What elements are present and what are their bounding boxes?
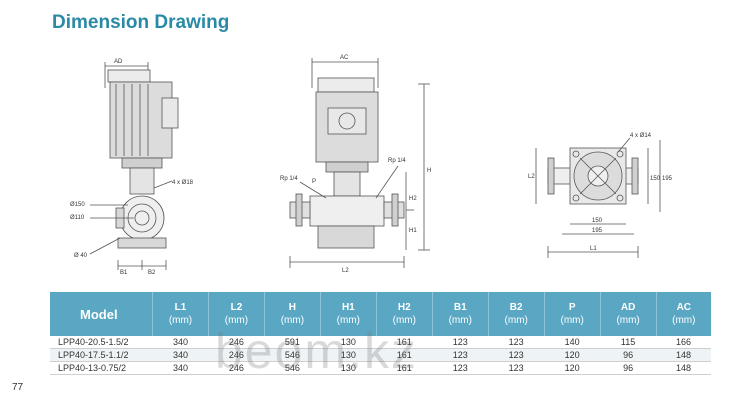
header-b1: B1(mm)	[432, 292, 489, 336]
dim-150-h-label: 150	[592, 218, 603, 224]
l2-cell: 246	[208, 336, 265, 349]
dia-40-label: Ø 40	[74, 253, 88, 259]
header-l2: L2(mm)	[208, 292, 265, 336]
model-cell: LPP40-13-0.75/2	[50, 361, 153, 375]
header-ad: AD(mm)	[600, 292, 657, 336]
h-cell: 591	[264, 336, 321, 349]
b1-cell: 123	[432, 336, 489, 349]
header-ac: AC(mm)	[656, 292, 711, 336]
rp-right-label: Rp 1/4	[388, 158, 406, 164]
l1-label-top: L1	[590, 246, 597, 252]
top-view-drawing	[535, 137, 661, 258]
h-cell: 546	[264, 361, 321, 375]
ac-cell: 148	[656, 361, 711, 375]
bolt-holes-top-label: 4 x Ø14	[630, 133, 652, 139]
dimension-drawings: AD 4 x Ø18 Ø150 Ø110 Ø 40 B1 B2	[70, 55, 673, 276]
table-row: LPP40-17.5-1.1/2 340 246 546 130 161 123…	[50, 348, 711, 362]
h1-cell: 130	[320, 348, 377, 362]
l2-label-front: L2	[342, 268, 349, 274]
h2-label: H2	[409, 196, 417, 202]
ac-label: AC	[340, 55, 349, 61]
dim-195-h-label: 195	[592, 228, 603, 234]
ad-cell: 96	[600, 348, 657, 362]
b2-cell: 123	[488, 348, 545, 362]
header-h1: H1(mm)	[320, 292, 377, 336]
rp-left-label: Rp 1/4	[280, 176, 298, 182]
bolt-holes-side-label: 4 x Ø18	[172, 180, 194, 186]
p-cell: 120	[544, 348, 601, 362]
l1-cell: 340	[152, 348, 209, 362]
p-cell: 140	[544, 336, 601, 349]
ad-label: AD	[114, 59, 123, 65]
table-row: LPP40-13-0.75/2 340 246 546 130 161 123 …	[50, 361, 711, 375]
header-h2: H2(mm)	[376, 292, 433, 336]
ac-cell: 166	[656, 336, 711, 349]
p-label: P	[312, 179, 316, 185]
ad-cell: 115	[600, 336, 657, 349]
h1-label: H1	[409, 228, 417, 234]
h2-cell: 161	[376, 348, 433, 362]
ad-cell: 96	[600, 361, 657, 375]
model-cell: LPP40-17.5-1.1/2	[50, 348, 153, 362]
table-header-row: Model L1(mm) L2(mm) H(mm) H1(mm) H2(mm) …	[50, 292, 711, 336]
header-h: H(mm)	[264, 292, 321, 336]
l2-label-top: L2	[528, 174, 535, 180]
b2-cell: 123	[488, 336, 545, 349]
page-number: 77	[12, 382, 24, 393]
l2-cell: 246	[208, 348, 265, 362]
b1-label: B1	[120, 270, 128, 276]
side-view-drawing	[89, 62, 179, 270]
h1-cell: 130	[320, 336, 377, 349]
h-label: H	[427, 168, 431, 174]
dimensions-table: Model L1(mm) L2(mm) H(mm) H1(mm) H2(mm) …	[50, 292, 711, 375]
header-model: Model	[50, 292, 153, 336]
page-title: Dimension Drawing	[52, 12, 230, 33]
ac-cell: 148	[656, 348, 711, 362]
h2-cell: 161	[376, 336, 433, 349]
h1-cell: 130	[320, 361, 377, 375]
table-row: LPP40-20.5-1.5/2 340 246 591 130 161 123…	[50, 336, 711, 349]
l1-cell: 340	[152, 336, 209, 349]
dim-195-v-label: 195	[662, 176, 673, 182]
dia-110-label: Ø110	[70, 215, 85, 221]
b1-cell: 123	[432, 361, 489, 375]
l1-cell: 340	[152, 361, 209, 375]
front-view-drawing	[289, 58, 430, 268]
header-p: P(mm)	[544, 292, 601, 336]
b2-label: B2	[148, 270, 156, 276]
b1-cell: 123	[432, 348, 489, 362]
h2-cell: 161	[376, 361, 433, 375]
b2-cell: 123	[488, 361, 545, 375]
dim-150-v-label: 150	[650, 176, 661, 182]
p-cell: 120	[544, 361, 601, 375]
model-cell: LPP40-20.5-1.5/2	[50, 336, 153, 349]
dia-150-label: Ø150	[70, 202, 85, 208]
header-l1: L1(mm)	[152, 292, 209, 336]
header-b2: B2(mm)	[488, 292, 545, 336]
h-cell: 546	[264, 348, 321, 362]
l2-cell: 246	[208, 361, 265, 375]
